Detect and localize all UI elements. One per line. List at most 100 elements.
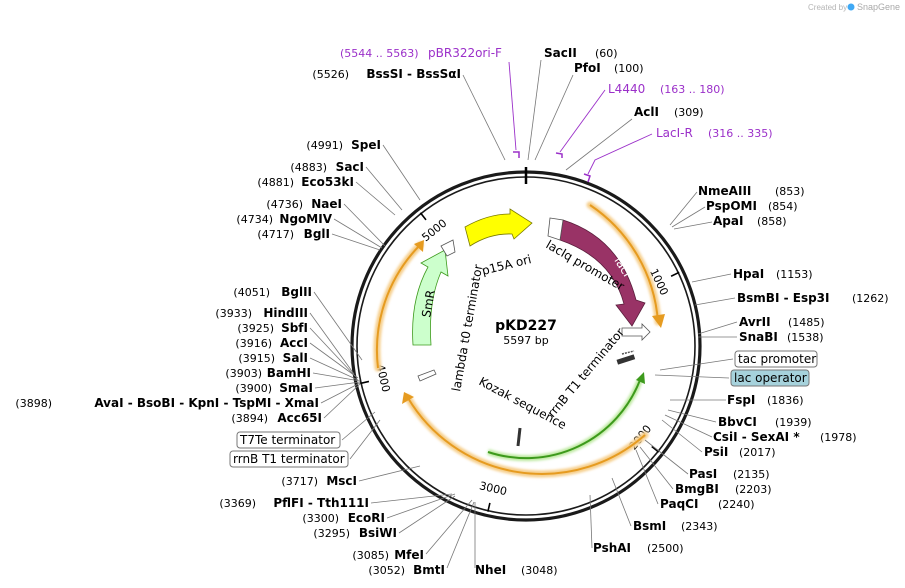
primer-label-pbr322ori-f: pBR322ori-F: [428, 46, 502, 60]
leader-line: [323, 383, 361, 419]
site-pos-bgli: (4717): [257, 228, 294, 241]
site-name-saci: SacI: [336, 160, 364, 174]
site-name-bglii: BglII: [281, 285, 312, 299]
site-name-bsssi: BssSI - BssSαI: [366, 67, 461, 81]
site-name-bsmi: BsmI: [633, 519, 666, 533]
box-rrnb-t1-terminator: [229, 450, 349, 468]
orange-arc-left: [375, 244, 421, 369]
watermark-prefix: Created by: [808, 3, 847, 12]
site-name-bmti: BmtI: [413, 563, 445, 577]
leader-line: [644, 439, 689, 475]
feature-p15a-ori-arrow: [464, 208, 533, 247]
feature-label-rrnb-t1: rrnB T1 terminator: [545, 325, 628, 420]
leader-line: [664, 414, 713, 438]
primer-marker-laci-r: [583, 173, 591, 183]
site-name-nhei: NheI: [475, 563, 506, 577]
boxed-labels: tac promoter lac operator T7Te terminato…: [229, 350, 818, 468]
primer-range-l4440: (163 .. 180): [660, 83, 725, 96]
site-pos-eco53ki: (4881): [257, 176, 294, 189]
site-pos-bsiwi: (3295): [313, 527, 350, 540]
leader-line: [671, 206, 706, 228]
site-name-csii: CsiI - SexAI *: [713, 430, 800, 444]
leader-line: [639, 446, 674, 490]
tick-mark-5000: [419, 212, 427, 221]
feature-lambda-t0-arrow: [440, 239, 456, 257]
tick-mark-3000: [487, 502, 491, 512]
leader-line: [534, 74, 574, 161]
leader-line: [661, 419, 703, 453]
site-name-pspomi: PspOMI: [706, 199, 757, 213]
site-pos-pfoi: (100): [614, 62, 644, 75]
leader-line: [341, 411, 376, 441]
primer-label-l4440: L4440: [608, 82, 645, 96]
leader-line: [365, 166, 403, 211]
leader-line: [358, 465, 421, 482]
site-name-smai: SmaI: [279, 381, 313, 395]
feature-label-smr: SmR: [419, 289, 438, 319]
leader-line: [697, 321, 738, 335]
feature-kozak-mark: [516, 427, 522, 447]
site-name-snabi: SnaBI: [739, 330, 778, 344]
leader-line: [398, 495, 456, 534]
leader-line: [654, 374, 730, 379]
leader-line: [370, 493, 453, 504]
leader-line: [386, 493, 456, 519]
site-pos-bsmbi: (1262): [852, 292, 889, 305]
site-pos-sbfi: (3925): [237, 322, 274, 335]
box-label-lac-operator: lac operator: [734, 371, 807, 385]
site-pos-acc65i: (3894): [231, 412, 268, 425]
site-pos-avrii: (1485): [788, 316, 825, 329]
site-name-pshai: PshAI: [593, 541, 631, 555]
site-pos-nhei: (3048): [521, 564, 558, 577]
site-pos-sacii: (60): [595, 47, 618, 60]
primer-marker-l4440: [555, 152, 563, 158]
site-name-hpai: HpaI: [733, 267, 764, 281]
primer-marker-pbr322ori-f: [513, 151, 520, 158]
feature-label-lambda-t0: lambda t0 terminator: [449, 263, 485, 392]
site-pos-ngomiv: (4734): [236, 213, 273, 226]
leader-line: [312, 372, 361, 382]
site-pos-bsssi: (5526): [312, 68, 349, 81]
site-name-mfei: MfeI: [394, 548, 424, 562]
site-name-avrii: AvrII: [739, 315, 771, 329]
leader-line: [425, 499, 473, 555]
leader-line: [331, 233, 381, 251]
primer-range-pbr322ori-f: (5544 .. 5563): [340, 47, 419, 60]
leader-line: [659, 358, 734, 371]
site-name-bgli: BglI: [304, 227, 330, 241]
site-name-ecori: EcoRI: [348, 511, 385, 525]
site-name-spei: SpeI: [351, 138, 381, 152]
site-pos-hindiii: (3933): [215, 307, 252, 320]
leader-line: [694, 297, 736, 306]
leader-line: [565, 118, 633, 171]
site-name-acci: AccI: [280, 336, 308, 350]
site-name-fspi: FspI: [727, 393, 755, 407]
tick-mark-1000: [670, 271, 680, 277]
feature-label-p15a-ori: p15A ori: [480, 252, 532, 278]
primer-range-laci-r: (316 .. 335): [708, 127, 773, 140]
leader-line: [309, 327, 356, 377]
leader-line: [635, 449, 659, 505]
site-pos-paqci: (2240): [718, 498, 755, 511]
leader-line: [320, 382, 361, 404]
box-lac-operator: [730, 369, 810, 387]
tick-label-3000: 3000: [478, 479, 508, 498]
tick-mark-2000: [651, 445, 660, 453]
leader-line: [313, 291, 363, 361]
site-name-acli: AclI: [634, 105, 659, 119]
site-name-sali: SalI: [283, 351, 308, 365]
box-label-rrnb-t1-terminator: rrnB T1 terminator: [233, 452, 345, 466]
leader-line: [611, 477, 632, 527]
site-pos-bamhi: (3903): [225, 367, 262, 380]
site-name-nmeaiii: NmeAIII: [698, 184, 751, 198]
site-pos-mfei: (3085): [352, 549, 389, 562]
site-pos-msci: (3717): [281, 475, 318, 488]
site-pos-pspomi: (854): [768, 200, 798, 213]
leader-line: [589, 494, 593, 549]
site-pos-pflfi: (3369): [219, 497, 256, 510]
site-pos-acli: (309): [674, 106, 704, 119]
site-pos-avai: (3898): [15, 397, 52, 410]
box-label-tac-promoter: tac promoter: [738, 352, 816, 366]
box-tac-promoter: [734, 350, 818, 368]
